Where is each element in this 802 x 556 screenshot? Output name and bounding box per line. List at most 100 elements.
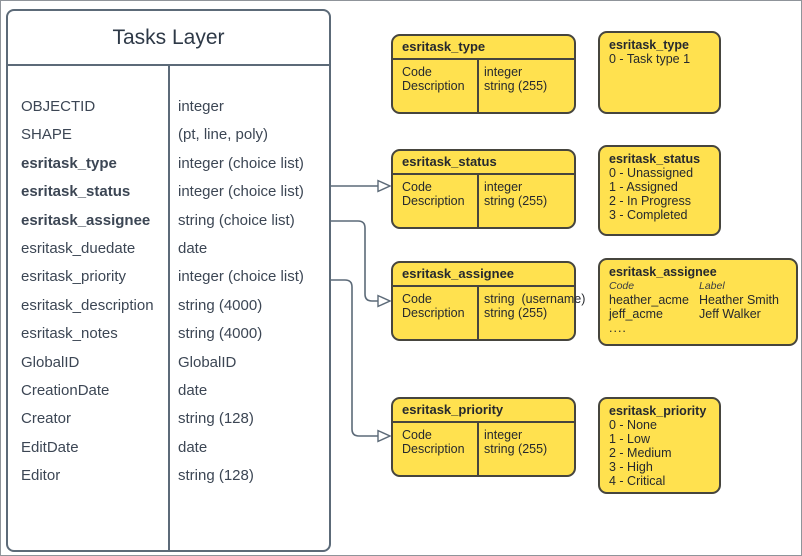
field-name: Description (402, 442, 465, 456)
value-item: 1 - Assigned (609, 180, 678, 194)
field-name: esritask_duedate (21, 239, 136, 257)
value-list-title: esritask_assignee (609, 265, 717, 279)
tasks-layer-body: OBJECTID SHAPE esritask_type esritask_statu… (8, 66, 329, 550)
value-label: Heather Smith (699, 293, 779, 307)
domain-table-title: esritask_type (393, 36, 574, 60)
value-item: 4 - Critical (609, 474, 666, 488)
value-column-header: Label (699, 280, 725, 292)
field-type: string (4000) (178, 325, 263, 343)
field-type: date (178, 438, 208, 456)
field-name: Description (402, 79, 465, 93)
field-name: CreationDate (21, 381, 110, 399)
field-name: Description (402, 194, 465, 208)
field-type: string (4000) (178, 296, 263, 314)
field-type: integer (choice list) (178, 268, 304, 286)
value-item: 3 - High (609, 460, 653, 474)
field-type: string (choice list) (178, 211, 295, 229)
field-name: Editor (21, 467, 61, 485)
field-type: string (255) (484, 194, 548, 208)
field-type: string (255) (484, 442, 548, 456)
column-divider (477, 287, 479, 339)
field-name: esritask_status (21, 183, 131, 201)
field-type: integer (484, 428, 523, 442)
column-divider (477, 60, 479, 112)
value-item: 0 - Task type 1 (609, 52, 691, 66)
column-divider (477, 423, 479, 475)
field-name: esritask_description (21, 296, 154, 314)
value-list-title: esritask_type (609, 38, 689, 52)
field-type: integer (484, 180, 523, 194)
field-type: (pt, line, poly) (178, 126, 269, 144)
connector-priority-line (331, 279, 378, 437)
value-list-title: esritask_priority (609, 404, 707, 418)
value-code: jeff_acme (609, 307, 663, 321)
field-type: integer (choice list) (178, 183, 304, 201)
field-type: integer (choice list) (178, 154, 304, 172)
value-code: heather_acme (609, 293, 689, 307)
domain-table-title: esritask_priority (393, 399, 574, 423)
value-label: Jeff Walker (699, 307, 761, 321)
value-list-grid: Code Label heather_acme Heather Smith jeff_a… (609, 279, 787, 321)
field-name: esritask_type (21, 154, 117, 172)
field-type: integer (178, 98, 224, 115)
field-name: Code (402, 180, 432, 194)
tasks-field-column: OBJECTID SHAPE esritask_type esritask_statu… (21, 93, 159, 490)
field-type: date (178, 381, 208, 399)
field-name: Description (402, 306, 465, 320)
value-item: 0 - Unassigned (609, 166, 694, 180)
field-type: string (255) (484, 79, 548, 93)
connector-assignee-arrowhead-icon (377, 294, 392, 308)
connector-priority-arrowhead-icon (377, 429, 392, 443)
value-item: 2 - In Progress (609, 194, 691, 208)
field-type: string (255) (484, 306, 548, 320)
field-name: esritask_assignee (21, 211, 151, 229)
field-name: GlobalID (21, 353, 80, 371)
value-item: 0 - None (609, 418, 657, 432)
tasks-layer-title: Tasks Layer (8, 11, 329, 66)
field-name: SHAPE (21, 126, 72, 144)
domain-table-title: esritask_status (393, 151, 574, 175)
domain-field-types: string (username)string (255) (484, 292, 585, 320)
value-item: 2 - Medium (609, 446, 672, 460)
field-type: integer (484, 65, 523, 79)
field-name: OBJECTID (21, 98, 96, 115)
value-item: 1 - Low (609, 432, 650, 446)
connector-assignee-line (331, 220, 378, 302)
field-type: date (178, 239, 208, 257)
field-type: GlobalID (178, 353, 237, 371)
field-name: Code (402, 428, 432, 442)
field-name: Creator (21, 410, 72, 428)
field-name: esritask_priority (21, 268, 127, 286)
field-type: string (username) (484, 292, 586, 306)
value-item: 3 - Completed (609, 208, 688, 222)
value-list-more: .... (609, 321, 627, 335)
value-column-header: Code (609, 280, 635, 292)
field-type: string (128) (178, 467, 254, 485)
column-divider (168, 66, 170, 550)
tasks-type-column: integer (pt, line, poly) integer (choice l… (178, 93, 325, 490)
field-name: Code (402, 65, 432, 79)
field-type: string (128) (178, 410, 254, 428)
field-name: esritask_notes (21, 325, 118, 343)
domain-table-title: esritask_assignee (393, 263, 574, 287)
